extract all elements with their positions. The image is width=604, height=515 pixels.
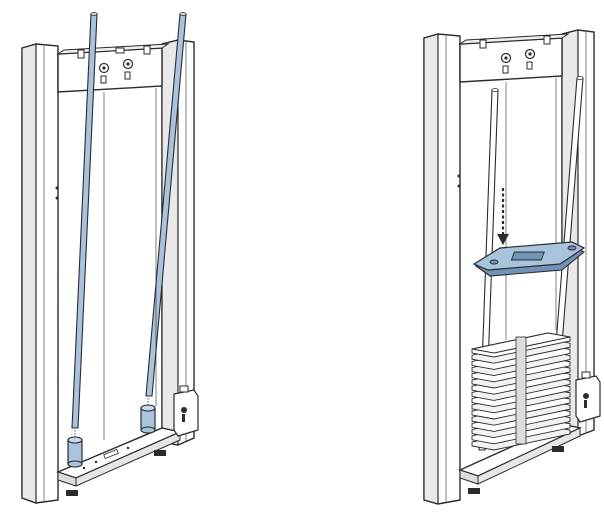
- right-side-bracket: [575, 371, 601, 423]
- right-top-crossbar: [458, 33, 570, 83]
- right-frame-post-left: [423, 33, 461, 505]
- left-frame-post-left: [21, 43, 59, 504]
- pulley-icon: [98, 58, 134, 74]
- left-panel: [21, 12, 199, 504]
- left-base-plate: [56, 427, 183, 496]
- right-panel: [423, 29, 601, 505]
- left-side-bracket: [173, 385, 199, 437]
- left-rod-sleeve-right: [140, 404, 156, 434]
- bolt-icon: [77, 45, 151, 59]
- dashed-arrow-down-icon: [497, 188, 509, 245]
- left-guide-rod-left: [71, 12, 98, 437]
- selector-stem: [515, 336, 527, 445]
- weight-stack: [471, 332, 571, 451]
- left-top-crossbar: [56, 43, 170, 93]
- left-rod-sleeve-left: [67, 436, 83, 468]
- top-plate: [472, 241, 586, 277]
